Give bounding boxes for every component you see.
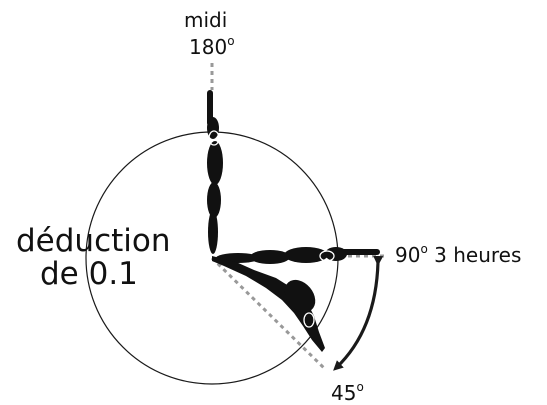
- right-angle-label: 90o 3 heures: [395, 243, 521, 265]
- top-angle-value: 180: [189, 35, 228, 59]
- gymnast-figure-vertical: [207, 90, 223, 254]
- bottom-degree-mark: o: [356, 380, 364, 394]
- bottom-angle-label: 45o: [331, 381, 364, 403]
- right-degree-mark: o: [420, 242, 428, 256]
- deduction-line-1: déduction: [16, 223, 171, 259]
- right-angle-value: 90: [395, 243, 421, 267]
- top-angle-label: 180o: [189, 35, 235, 57]
- diagonal-reference-dash: [210, 256, 326, 370]
- range-arc-arrow: [333, 255, 384, 371]
- deduction-line-2: de 0.1: [40, 256, 138, 292]
- gymnast-figure-diagonal: [212, 256, 325, 352]
- right-angle-suffix: 3 heures: [427, 243, 522, 267]
- top-label-midi: midi: [184, 8, 228, 32]
- gymnast-figure-horizontal: [216, 247, 380, 264]
- top-degree-mark: o: [227, 34, 235, 48]
- bottom-angle-value: 45: [331, 381, 357, 405]
